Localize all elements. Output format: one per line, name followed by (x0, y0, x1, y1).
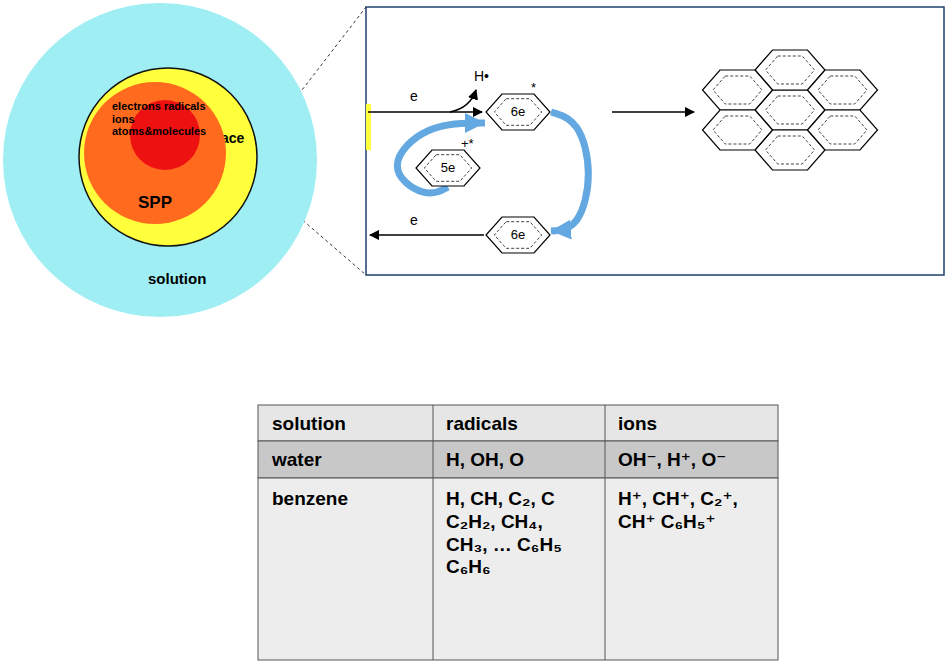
table-cell: water (272, 449, 322, 472)
benzene-ring: 6e (485, 216, 551, 254)
ring-inner (766, 96, 815, 124)
ring-outline (416, 150, 480, 186)
interface-circle-fill (79, 68, 257, 246)
node-sublabel: SPP (138, 193, 172, 213)
table-cell: benzene (272, 488, 348, 511)
ring-outline (808, 110, 878, 150)
table-cell: ions (618, 413, 657, 436)
ring-inner (494, 99, 541, 126)
node-label: 5e (441, 161, 455, 176)
species-label: H• (474, 68, 489, 85)
ring-inner (818, 116, 867, 144)
benzene-ring: 5e+* (415, 149, 481, 187)
ring-inner (713, 116, 762, 144)
cycle-arrow (397, 123, 485, 193)
ring-outline (486, 94, 550, 130)
table-row (258, 405, 778, 441)
ring-outline (703, 110, 773, 150)
growth-arrow (612, 111, 694, 113)
zoom-box (366, 7, 944, 275)
table-rule (433, 405, 434, 660)
ring-inner (494, 222, 541, 249)
solution-circle-fill (3, 3, 317, 317)
ring-outline (486, 217, 550, 253)
solution-circle: solution interfaceelectrons radicals ions… (2, 2, 318, 318)
benzene-ring: 6e* (485, 93, 551, 131)
table-cell: OH⁻, H⁺, O⁻ (618, 449, 726, 472)
table-cell: H⁺, CH⁺, C₂⁺, CH⁺ C₆H₅⁺ (618, 488, 750, 534)
ring-inner (818, 76, 867, 104)
ring-inner (766, 56, 815, 84)
electron-arrow (368, 111, 482, 113)
ring-outline (808, 70, 878, 110)
node-sublabel: +* (461, 137, 474, 152)
table-grid (258, 405, 778, 660)
pah-cluster (703, 50, 878, 170)
cycle-arrow (551, 112, 588, 231)
node-label: solution (148, 270, 206, 287)
ring-inner (424, 155, 471, 182)
node-label: 6e (511, 228, 525, 243)
interface-circle: interfaceelectrons radicals ions atoms&m… (78, 67, 258, 247)
table-cell: radicals (446, 413, 518, 436)
spp-circle: electrons radicals ions atoms&moleculesS… (83, 81, 227, 225)
spp-circle-fill (84, 82, 226, 224)
table-cell: solution (272, 413, 346, 436)
node-label: electrons radicals ions atoms&molecules (112, 100, 206, 138)
species-label: e (410, 212, 418, 229)
node-label: 6e (511, 105, 525, 120)
table-row (258, 478, 778, 660)
interface-strip (366, 104, 371, 150)
table-rule (605, 405, 606, 660)
electron-arrow (370, 234, 484, 236)
ring-inner (713, 76, 762, 104)
node-sublabel: * (531, 81, 536, 96)
ring-outline (703, 70, 773, 110)
table-cell: H, CH, C₂, C C₂H₂, CH₄, CH₃, … C₆H₅ C₆H₆ (446, 488, 578, 579)
table-row (258, 441, 778, 478)
ring-inner (766, 136, 815, 164)
table-cell: H, OH, O (446, 449, 524, 472)
species-label: e (410, 88, 418, 105)
hydrogen-arrow (450, 90, 476, 112)
